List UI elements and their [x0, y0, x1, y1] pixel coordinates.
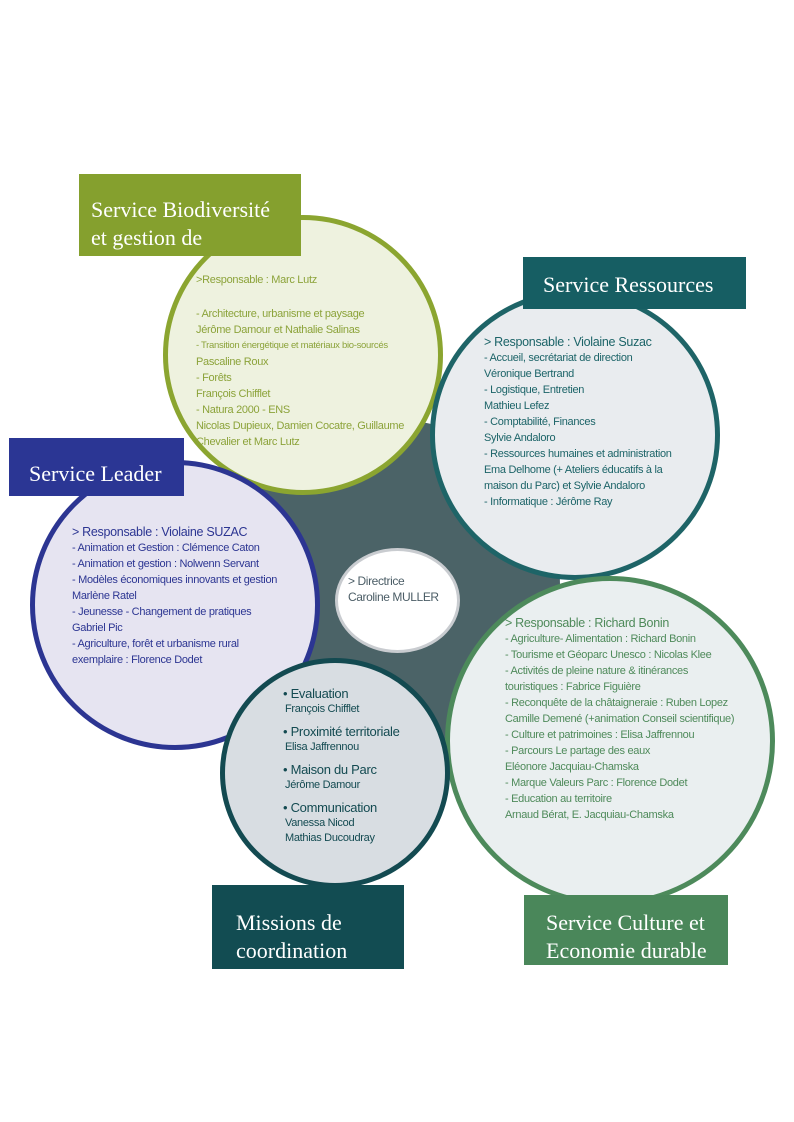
coordination-item-title: • Proximité territoriale [283, 724, 400, 739]
coordination-item-name: Mathias Ducoudray [285, 832, 375, 844]
biodiversite-line: François Chifflet [196, 388, 271, 400]
director-content: > Directrice Caroline MULLER [348, 573, 439, 605]
culture-title-line2: Economie durable [546, 938, 707, 963]
biodiversite-circle [163, 215, 443, 495]
ressources-content: > Responsable : Violaine Suzac - Accueil… [484, 334, 672, 510]
biodiversite-title-line2: et gestion de [91, 225, 203, 250]
ressources-line: Mathieu Lefez [484, 400, 550, 412]
biodiversite-title-box: Service Biodiversité et gestion de [79, 174, 301, 256]
leader-responsable: > Responsable : Violaine SUZAC [72, 525, 248, 539]
ressources-line: - Logistique, Entretien [484, 384, 585, 396]
culture-line: - Reconquête de la châtaigneraie : Ruben… [505, 697, 728, 709]
coordination-item-name: Elisa Jaffrennou [285, 741, 359, 753]
biodiversite-line: - Forêts [196, 372, 232, 384]
biodiversite-line: Chevalier et Marc Lutz [196, 436, 300, 448]
biodiversite-line: - Natura 2000 - ENS [196, 404, 290, 416]
leader-line: exemplaire : Florence Dodet [72, 654, 203, 666]
ressources-responsable: > Responsable : Violaine Suzac [484, 335, 652, 349]
coordination-item-title: • Maison du Parc [283, 762, 377, 777]
leader-line: - Modèles économiques innovants et gesti… [72, 574, 278, 586]
culture-line: Eléonore Jacquiau-Chamska [505, 761, 639, 773]
biodiversite-line: Pascaline Roux [196, 356, 269, 368]
coordination-item-name: Vanessa Nicod [285, 817, 355, 829]
director-circle [335, 548, 460, 653]
coordination-item-communication: • Communication Vanessa Nicod Mathias Du… [283, 799, 400, 846]
culture-line: - Education au territoire [505, 793, 612, 805]
culture-line: - Parcours Le partage des eaux [505, 745, 651, 757]
coordination-item-name: François Chifflet [285, 703, 360, 715]
biodiversite-line: Nicolas Dupieux, Damien Cocatre, Guillau… [196, 420, 405, 432]
coordination-item-maison: • Maison du Parc Jérôme Damour [283, 761, 400, 793]
leader-line: - Jeunesse - Changement de pratiques [72, 606, 252, 618]
coordination-item-name: Jérôme Damour [285, 779, 360, 791]
culture-title-box: Service Culture et Economie durable [524, 895, 728, 965]
ressources-title: Service Ressources [543, 272, 714, 297]
ressources-line: maison du Parc) et Sylvie Andaloro [484, 480, 645, 492]
leader-line: - Animation et Gestion : Clémence Caton [72, 542, 260, 554]
ressources-line: Sylvie Andaloro [484, 432, 556, 444]
leader-line: Gabriel Pic [72, 622, 123, 634]
ressources-line: Véronique Bertrand [484, 368, 574, 380]
coordination-content: • Evaluation François Chifflet • Proximi… [283, 685, 400, 852]
leader-line: - Animation et gestion : Nolwenn Servant [72, 558, 259, 570]
ressources-title-box: Service Ressources [523, 257, 746, 309]
ressources-line: - Accueil, secrétariat de direction [484, 352, 633, 364]
culture-line: - Agriculture- Alimentation : Richard Bo… [505, 633, 696, 645]
culture-line: - Culture et patrimoines : Elisa Jaffren… [505, 729, 695, 741]
biodiversite-title-line1: Service Biodiversité [91, 197, 271, 222]
director-label: > Directrice [348, 574, 405, 588]
ressources-line: - Ressources humaines et administration [484, 448, 672, 460]
biodiversite-line: - Transition énergétique et matériaux bi… [196, 340, 388, 351]
culture-line: - Marque Valeurs Parc : Florence Dodet [505, 777, 688, 789]
leader-line: Marlène Ratel [72, 590, 137, 602]
leader-line: - Agriculture, forêt et urbanisme rural [72, 638, 239, 650]
ressources-line: - Informatique : Jérôme Ray [484, 496, 613, 508]
ressources-circle [430, 290, 720, 580]
coordination-title-line2: coordination [236, 938, 348, 963]
culture-line: Camille Demené (+animation Conseil scien… [505, 713, 735, 725]
culture-line: Arnaud Bérat, E. Jacquiau-Chamska [505, 809, 674, 821]
coordination-title-box: Missions de coordination [212, 885, 404, 969]
biodiversite-line: Jérôme Damour et Nathalie Salinas [196, 324, 360, 336]
culture-line: - Tourisme et Géoparc Unesco : Nicolas K… [505, 649, 712, 661]
culture-responsable: > Responsable : Richard Bonin [505, 616, 669, 630]
leader-title-box: Service Leader [9, 438, 184, 496]
ressources-line: Ema Delhome (+ Ateliers éducatifs à la [484, 464, 663, 476]
coordination-item-proximite: • Proximité territoriale Elisa Jaffrenno… [283, 723, 400, 755]
coordination-item-title: • Evaluation [283, 686, 349, 701]
leader-content: > Responsable : Violaine SUZAC - Animati… [72, 524, 277, 668]
coordination-title-line1: Missions de [236, 910, 342, 935]
ressources-line: - Comptabilité, Finances [484, 416, 596, 428]
culture-title-line1: Service Culture et [546, 910, 705, 935]
culture-line: - Activités de pleine nature & itinéranc… [505, 665, 689, 677]
coordination-item-title: • Communication [283, 800, 377, 815]
biodiversite-content: >Responsable : Marc Lutz - Architecture,… [196, 272, 404, 450]
director-name: Caroline MULLER [348, 590, 439, 604]
culture-line: touristiques : Fabrice Figuière [505, 681, 641, 693]
coordination-item-evaluation: • Evaluation François Chifflet [283, 685, 400, 717]
culture-circle [445, 576, 775, 906]
biodiversite-line: - Architecture, urbanisme et paysage [196, 308, 365, 320]
culture-content: > Responsable : Richard Bonin - Agricult… [505, 615, 735, 823]
leader-title: Service Leader [29, 461, 162, 486]
biodiversite-responsable: >Responsable : Marc Lutz [196, 274, 317, 286]
